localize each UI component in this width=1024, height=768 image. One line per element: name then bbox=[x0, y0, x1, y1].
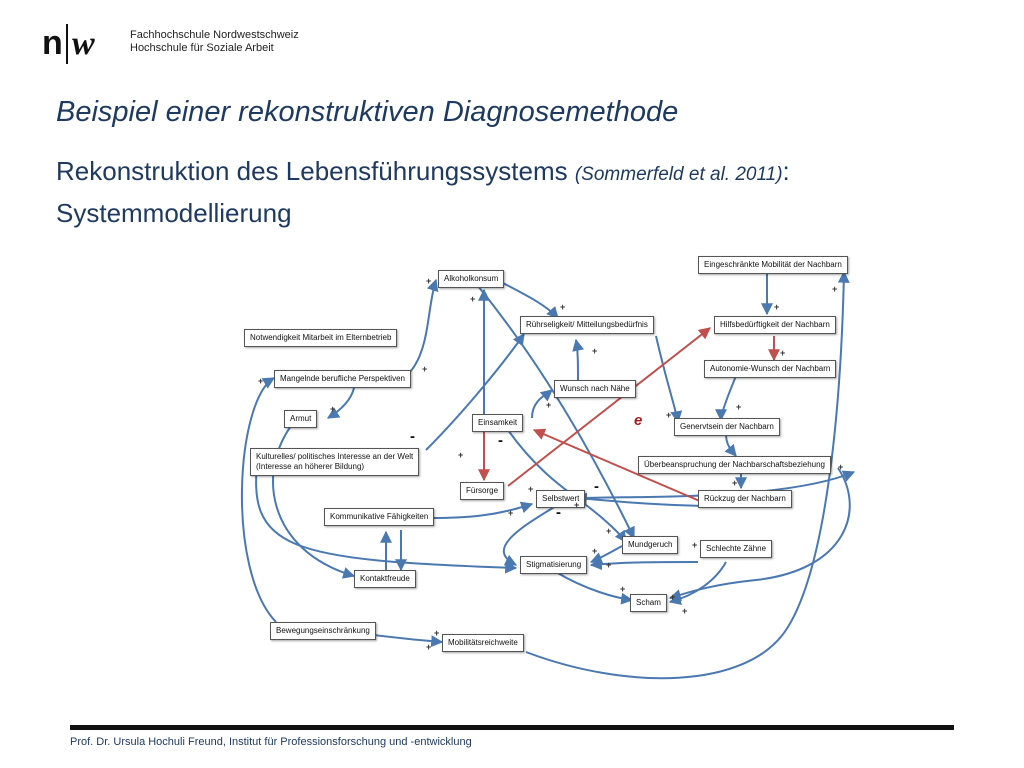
sign-minus: - bbox=[594, 478, 599, 495]
sign-minus: - bbox=[498, 432, 503, 449]
node-wunsch-nach-naehe: Wunsch nach Nähe bbox=[554, 380, 636, 398]
footer-text: Prof. Dr. Ursula Hochuli Freund, Institu… bbox=[70, 736, 472, 748]
node-schlechte-zaehne: Schlechte Zähne bbox=[700, 540, 773, 558]
sign-plus: + bbox=[508, 508, 514, 518]
edge-mobilitaet-eingeschraenkt bbox=[525, 270, 850, 680]
sign-minus: - bbox=[410, 428, 415, 445]
sign-plus: + bbox=[592, 346, 598, 356]
nw-logo-mark: n w bbox=[42, 24, 95, 64]
node-kulturelles-interesse: Kulturelles/ politisches Interesse an de… bbox=[250, 448, 420, 476]
sign-plus: + bbox=[692, 540, 698, 550]
sign-plus: + bbox=[574, 500, 580, 510]
sign-plus: + bbox=[666, 410, 672, 420]
edge-ruehr-genervt bbox=[655, 335, 683, 424]
sign-plus: + bbox=[774, 302, 780, 312]
node-ruehrseligkeit: Rührseligkeit/ Mitteilungsbedürfnis bbox=[520, 316, 654, 334]
node-fuersorge: Fürsorge bbox=[460, 482, 505, 500]
sign-plus: + bbox=[546, 400, 552, 410]
subtitle-citation: (Sommerfeld et al. 2011) bbox=[574, 164, 783, 185]
logo-line-1: Fachhochschule Nordwestschweiz bbox=[130, 29, 299, 41]
node-stigmatisierung: Stigmatisierung bbox=[520, 556, 588, 574]
node-genervtsein: Genervtsein der Nachbarn bbox=[674, 418, 780, 436]
sign-plus: + bbox=[426, 642, 432, 652]
sign-plus: + bbox=[560, 302, 566, 312]
edge-bewegung-left bbox=[240, 377, 277, 623]
node-kontaktfreude: Kontaktfreude bbox=[354, 570, 416, 588]
logo-line-2: Hochschule für Soziale Arbeit bbox=[130, 42, 274, 54]
edge-kommunikativ-selbstwert bbox=[431, 501, 534, 519]
sign-plus: + bbox=[682, 606, 688, 616]
slide-subtitle: Rekonstruktion des Lebensführungssystems… bbox=[56, 152, 790, 232]
sign-plus: + bbox=[780, 348, 786, 358]
node-mangelnde-perspektiven: Mangelnde berufliche Perspektiven bbox=[274, 370, 411, 388]
node-notwendigkeit-mitarbeit: Notwendigkeit Mitarbeit im Elternbetrieb bbox=[244, 329, 398, 347]
edge-mundgeruch-stigma bbox=[589, 545, 623, 564]
node-armut: Armut bbox=[284, 410, 318, 428]
node-mobilitaetsreichweite: Mobilitätsreichweite bbox=[442, 634, 524, 652]
sign-plus: + bbox=[606, 526, 612, 536]
edge-bewegung-mobilitaet bbox=[365, 633, 444, 648]
node-kulturelles-line-1: Kulturelles/ politisches Interesse an de… bbox=[256, 452, 414, 461]
node-bewegungseinschraenkung: Bewegungseinschränkung bbox=[270, 622, 376, 640]
node-selbstwert: Selbstwert bbox=[536, 490, 586, 508]
sign-plus: + bbox=[528, 484, 534, 494]
sign-plus: + bbox=[606, 560, 612, 570]
subtitle-main: Rekonstruktion des Lebensführungssystems bbox=[56, 156, 568, 186]
edge-fuersorge-hilfs bbox=[507, 327, 711, 487]
logo-text: Fachhochschule Nordwestschweiz Hochschul… bbox=[130, 29, 299, 55]
node-kulturelles-line-2: (Interesse an höherer Bildung) bbox=[256, 462, 365, 471]
edge-ueber-scham bbox=[668, 467, 851, 601]
sign-plus: + bbox=[838, 462, 844, 472]
edge-naehe-ruehr bbox=[572, 338, 584, 381]
node-autonomie-wunsch: Autonomie-Wunsch der Nachbarn bbox=[704, 360, 837, 378]
node-alkoholkonsum: Alkoholkonsum bbox=[438, 270, 505, 288]
sign-plus: + bbox=[330, 404, 336, 414]
slide-title: Beispiel einer rekonstruktiven Diagnosem… bbox=[56, 96, 679, 128]
edge-armut-kontakt bbox=[272, 421, 356, 579]
sign-plus: + bbox=[422, 364, 428, 374]
subtitle-line-2: Systemmodellierung bbox=[56, 198, 292, 228]
edge-selbstwert-stigma bbox=[502, 505, 557, 566]
sign-minus: - bbox=[556, 504, 561, 521]
edge-einsamkeit-naehe bbox=[531, 389, 553, 419]
sign-plus: + bbox=[620, 584, 626, 594]
edge-perspektiven-alkohol bbox=[400, 278, 439, 381]
edge-alkohol-mundgeruch bbox=[477, 285, 635, 540]
system-model-diagram: Alkoholkonsum Eingeschränkte Mobilität d… bbox=[226, 250, 876, 682]
node-ueberbeanspruchung: Überbeanspruchung der Nachbarschaftsbezi… bbox=[638, 456, 832, 474]
subtitle-colon: : bbox=[782, 156, 790, 186]
sign-plus: + bbox=[670, 592, 676, 602]
sign-plus: + bbox=[434, 628, 440, 638]
edge-rueckzug-selbstwert bbox=[574, 492, 705, 507]
sign-plus: + bbox=[258, 376, 264, 386]
node-mundgeruch: Mundgeruch bbox=[622, 536, 679, 554]
sign-plus: + bbox=[470, 294, 476, 304]
edge-rueckzug-einsamkeit bbox=[532, 428, 703, 503]
edge-zaehne-stigma bbox=[589, 558, 699, 571]
node-hilfsbeduerftigkeit: Hilfsbedürftigkeit der Nachbarn bbox=[714, 316, 836, 334]
edge-kulturell-stigma bbox=[255, 455, 518, 574]
sign-plus: + bbox=[426, 276, 432, 286]
edge-stigma-scham bbox=[555, 571, 634, 605]
node-einsamkeit: Einsamkeit bbox=[472, 414, 524, 432]
node-scham: Scham bbox=[630, 594, 667, 612]
node-eingeschraenkte-mobilitaet: Eingeschränkte Mobilität der Nachbarn bbox=[698, 256, 848, 274]
edge-perspektiven-armut bbox=[326, 387, 355, 419]
sign-plus: + bbox=[736, 402, 742, 412]
sign-e-mark: e bbox=[634, 412, 643, 429]
footer-rule bbox=[70, 725, 954, 730]
logo-w: w bbox=[72, 25, 95, 62]
edge-kulturell-ruehr bbox=[425, 333, 525, 451]
node-rueckzug: Rückzug der Nachbarn bbox=[698, 490, 792, 508]
logo-n: n bbox=[42, 24, 63, 62]
edge-genervt-ueber bbox=[724, 433, 737, 457]
node-kommunikative-faehigkeiten: Kommunikative Fähigkeiten bbox=[324, 508, 435, 526]
edge-alkohol-ruehr bbox=[500, 281, 559, 319]
edge-autonomie-genervt bbox=[715, 375, 737, 422]
sign-plus: + bbox=[458, 450, 464, 460]
sign-plus: + bbox=[592, 546, 598, 556]
sign-plus: + bbox=[832, 284, 838, 294]
sign-plus: + bbox=[732, 478, 738, 488]
